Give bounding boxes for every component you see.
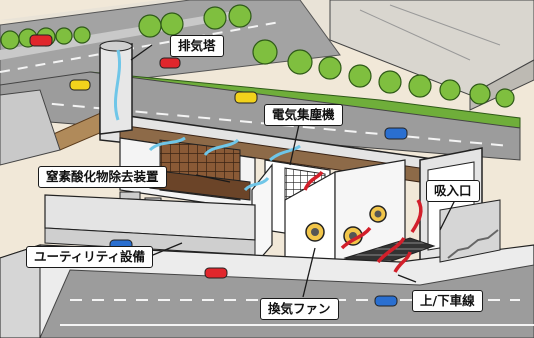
exhaust-tower-label: 排気塔	[170, 35, 224, 57]
utility-equipment-label: ユーティリティ設備	[26, 246, 154, 268]
up-down-lanes-label: 上/下車線	[412, 290, 483, 312]
clean-airflow-arrows	[113, 49, 301, 192]
ventilation-fan-label: 換気ファン	[260, 298, 339, 320]
denox-equipment-label: 窒素酸化物除去装置	[38, 166, 167, 188]
intake-stairs	[439, 199, 501, 263]
utility-floor	[44, 194, 256, 256]
electrostatic-precipitator-label: 電気集塵機	[264, 104, 343, 126]
surface-cars	[29, 34, 408, 140]
dirty-airflow-arrows	[303, 170, 423, 273]
intake-label: 吸入口	[426, 180, 480, 202]
